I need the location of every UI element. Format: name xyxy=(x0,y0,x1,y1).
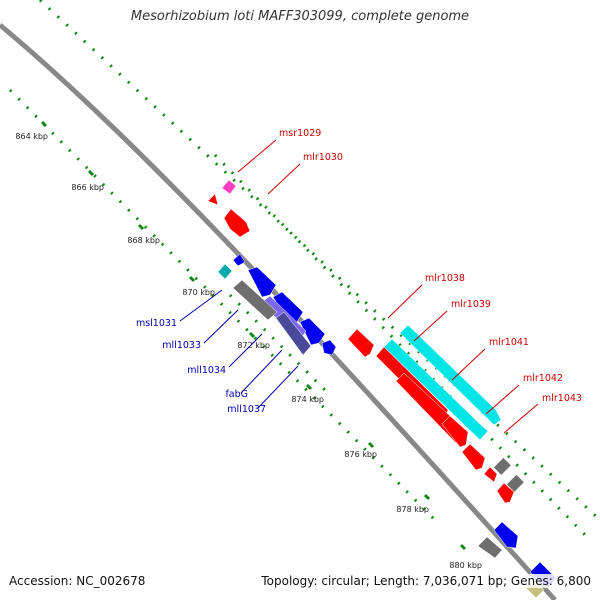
gene-mlr1039-a[interactable] xyxy=(383,338,489,441)
reverse-gene-labels: msl1031 mll1033 mll1034 fabG mll1037 xyxy=(136,318,266,415)
scale-tick xyxy=(87,169,95,177)
scale-tick-label: 876 kbp xyxy=(344,450,377,459)
accession-text: Accession: NC_002678 xyxy=(9,574,146,588)
gene-mlr1044[interactable] xyxy=(483,466,498,483)
gene-mll1033-a[interactable] xyxy=(247,266,277,298)
gene-mll1037[interactable] xyxy=(232,279,278,321)
gene-label-mll1037[interactable]: mll1037 xyxy=(227,404,266,415)
scale-tick xyxy=(188,275,196,283)
map-title: Mesorhizobium loti MAFF303099, complete … xyxy=(130,9,470,24)
scale-tick xyxy=(137,223,145,231)
gene-mlr1042[interactable] xyxy=(441,415,469,448)
scale-tick-label: 870 kbp xyxy=(182,288,215,297)
forward-leader-lines xyxy=(237,139,539,434)
outer-dotted-track-2 xyxy=(213,153,592,542)
gene-mll1034[interactable] xyxy=(299,317,326,346)
gene-mlr1032[interactable] xyxy=(223,208,251,238)
gene-label-mlr1041[interactable]: mlr1041 xyxy=(489,337,529,348)
scale-tick xyxy=(40,120,48,128)
scale-tick-label: 874 kbp xyxy=(291,395,324,404)
scale-tick-label: 878 kbp xyxy=(396,505,429,514)
dotted-track-lines xyxy=(8,0,600,542)
gene-mlr1043[interactable] xyxy=(461,443,486,471)
gene-mll1037-b[interactable] xyxy=(275,311,312,356)
scale-ticks xyxy=(40,120,467,551)
scale-tick-label: 880 kbp xyxy=(449,561,482,570)
gene-label-mlr1039[interactable]: mlr1039 xyxy=(451,299,491,310)
gene-mll1032[interactable] xyxy=(232,253,246,267)
gene-mlr1038[interactable] xyxy=(347,328,375,358)
scale-tick-label: 866 kbp xyxy=(71,183,104,192)
forward-gene-labels: msr1029 mlr1030 mlr1038 mlr1039 mlr1041 … xyxy=(279,128,582,404)
genome-backbone xyxy=(0,23,557,600)
gene-label-mlr1042[interactable]: mlr1042 xyxy=(523,373,563,384)
scale-tick xyxy=(248,331,256,339)
gene-mlr1039-b[interactable] xyxy=(399,324,502,426)
scale-tick-label: 872 kbp xyxy=(237,341,270,350)
gene-gray-forward-2[interactable] xyxy=(506,474,525,493)
scale-tick xyxy=(423,493,431,501)
scale-tick-label: 864 kbp xyxy=(15,132,48,141)
gene-mlr1045[interactable] xyxy=(496,482,515,504)
gene-label-msl1031[interactable]: msl1031 xyxy=(136,318,177,329)
gene-gray-reverse-1[interactable] xyxy=(477,536,503,559)
gene-mlr1030[interactable] xyxy=(207,193,219,206)
topology-text: Topology: circular; Length: 7,036,071 bp… xyxy=(261,574,591,588)
scale-tick xyxy=(367,441,375,449)
gene-label-mlr1030[interactable]: mlr1030 xyxy=(303,152,343,163)
scale-tick xyxy=(305,383,313,391)
gene-label-mll1034[interactable]: mll1034 xyxy=(187,365,226,376)
gene-label-mlr1043[interactable]: mlr1043 xyxy=(542,393,582,404)
scale-tick xyxy=(459,543,467,551)
scale-tick-labels: 864 kbp 866 kbp 868 kbp 870 kbp 872 kbp … xyxy=(15,132,482,570)
gene-msr1029[interactable] xyxy=(221,179,237,195)
gene-label-mlr1038[interactable]: mlr1038 xyxy=(425,273,465,284)
scale-tick-label: 868 kbp xyxy=(127,236,160,245)
outer-dotted-track-1 xyxy=(38,0,600,522)
gene-label-fabG[interactable]: fabG xyxy=(225,389,248,400)
gene-fabG[interactable] xyxy=(321,339,337,356)
gene-blue-reverse-1[interactable] xyxy=(493,521,519,549)
forward-strand-genes xyxy=(207,179,525,504)
gene-msl1031[interactable] xyxy=(217,263,233,280)
gene-label-mll1033[interactable]: mll1033 xyxy=(162,340,201,351)
gene-label-msr1029[interactable]: msr1029 xyxy=(279,128,321,139)
reverse-leader-lines xyxy=(179,289,299,409)
gene-gray-forward-1[interactable] xyxy=(493,457,512,476)
